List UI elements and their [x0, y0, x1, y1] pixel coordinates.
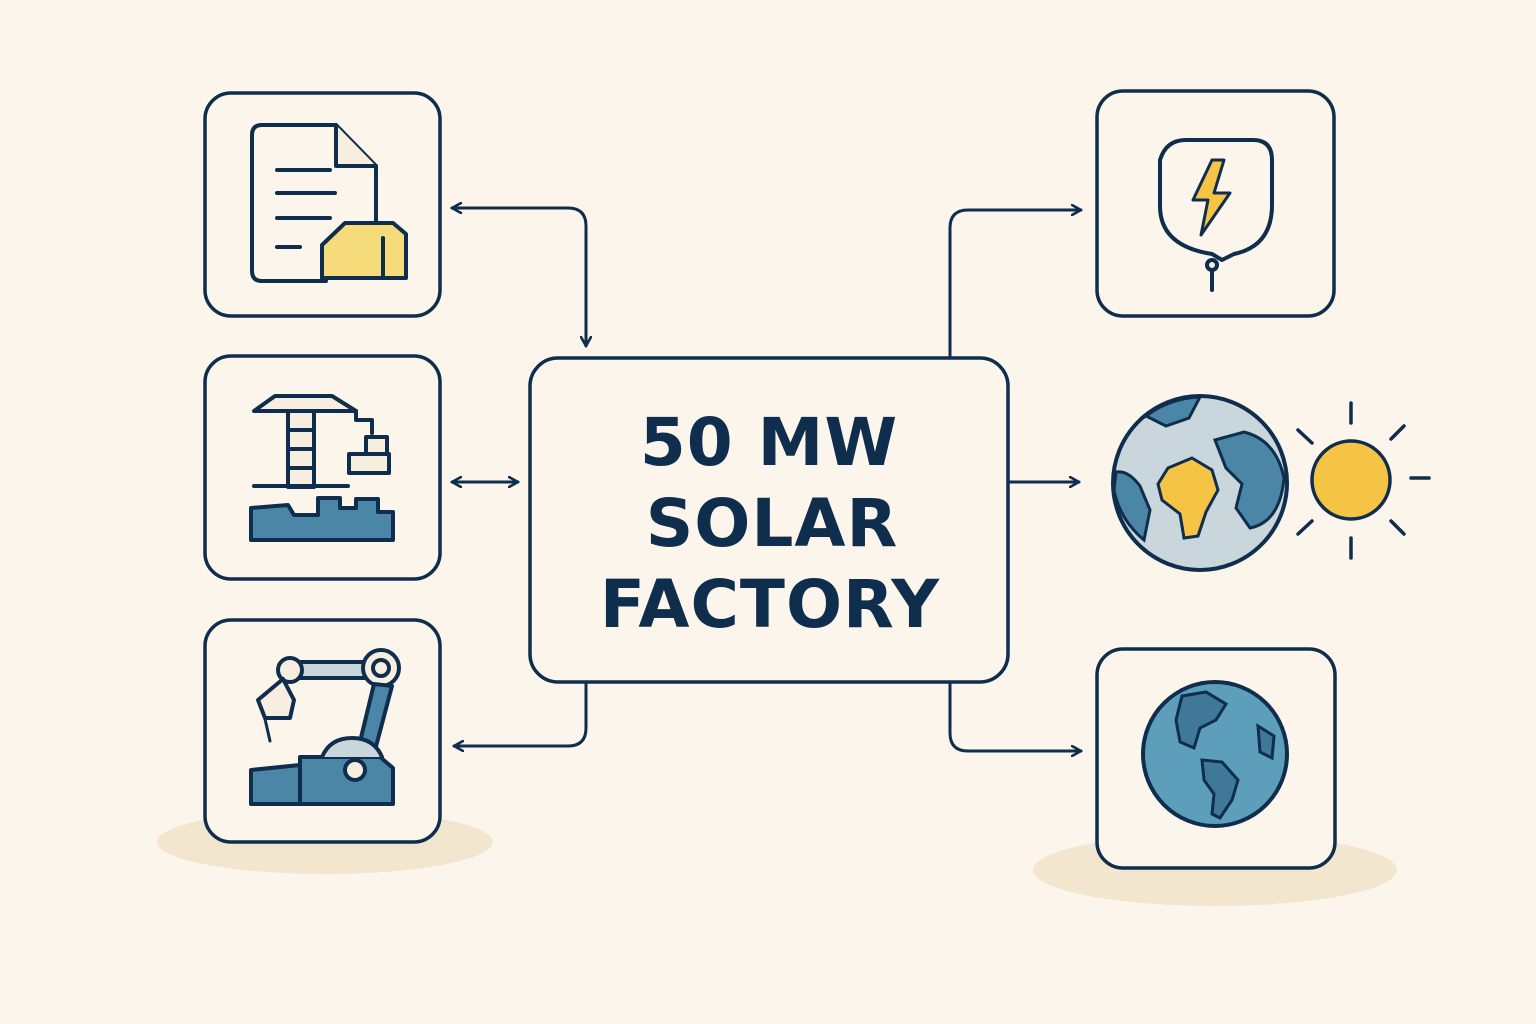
- center-node: 50 MW SOLAR FACTORY: [528, 356, 1010, 684]
- title-line-2: SOLAR: [646, 485, 899, 562]
- connector-globe: [948, 682, 1083, 751]
- title-line-1: 50 MW: [640, 404, 898, 481]
- node-energy: [1095, 89, 1336, 318]
- lightning-bulb-icon: [1158, 138, 1274, 292]
- node-port: [203, 354, 442, 581]
- connector-lightning: [948, 210, 1083, 358]
- sun-icon: [1296, 401, 1431, 560]
- connector-document: [450, 208, 586, 348]
- globe-africa-with-sun-icon: [1111, 394, 1431, 572]
- globe-americas-icon: [1141, 680, 1289, 828]
- connector-robot: [452, 682, 588, 746]
- title-line-3: FACTORY: [600, 566, 940, 643]
- node-globe: [1095, 647, 1337, 870]
- node-robot: [203, 618, 442, 844]
- node-document: [203, 91, 442, 318]
- connectors: [450, 208, 1083, 751]
- industrial-robot-arm-icon: [249, 648, 401, 806]
- port-crane-icon: [249, 394, 395, 542]
- document-with-house-icon: [250, 123, 408, 283]
